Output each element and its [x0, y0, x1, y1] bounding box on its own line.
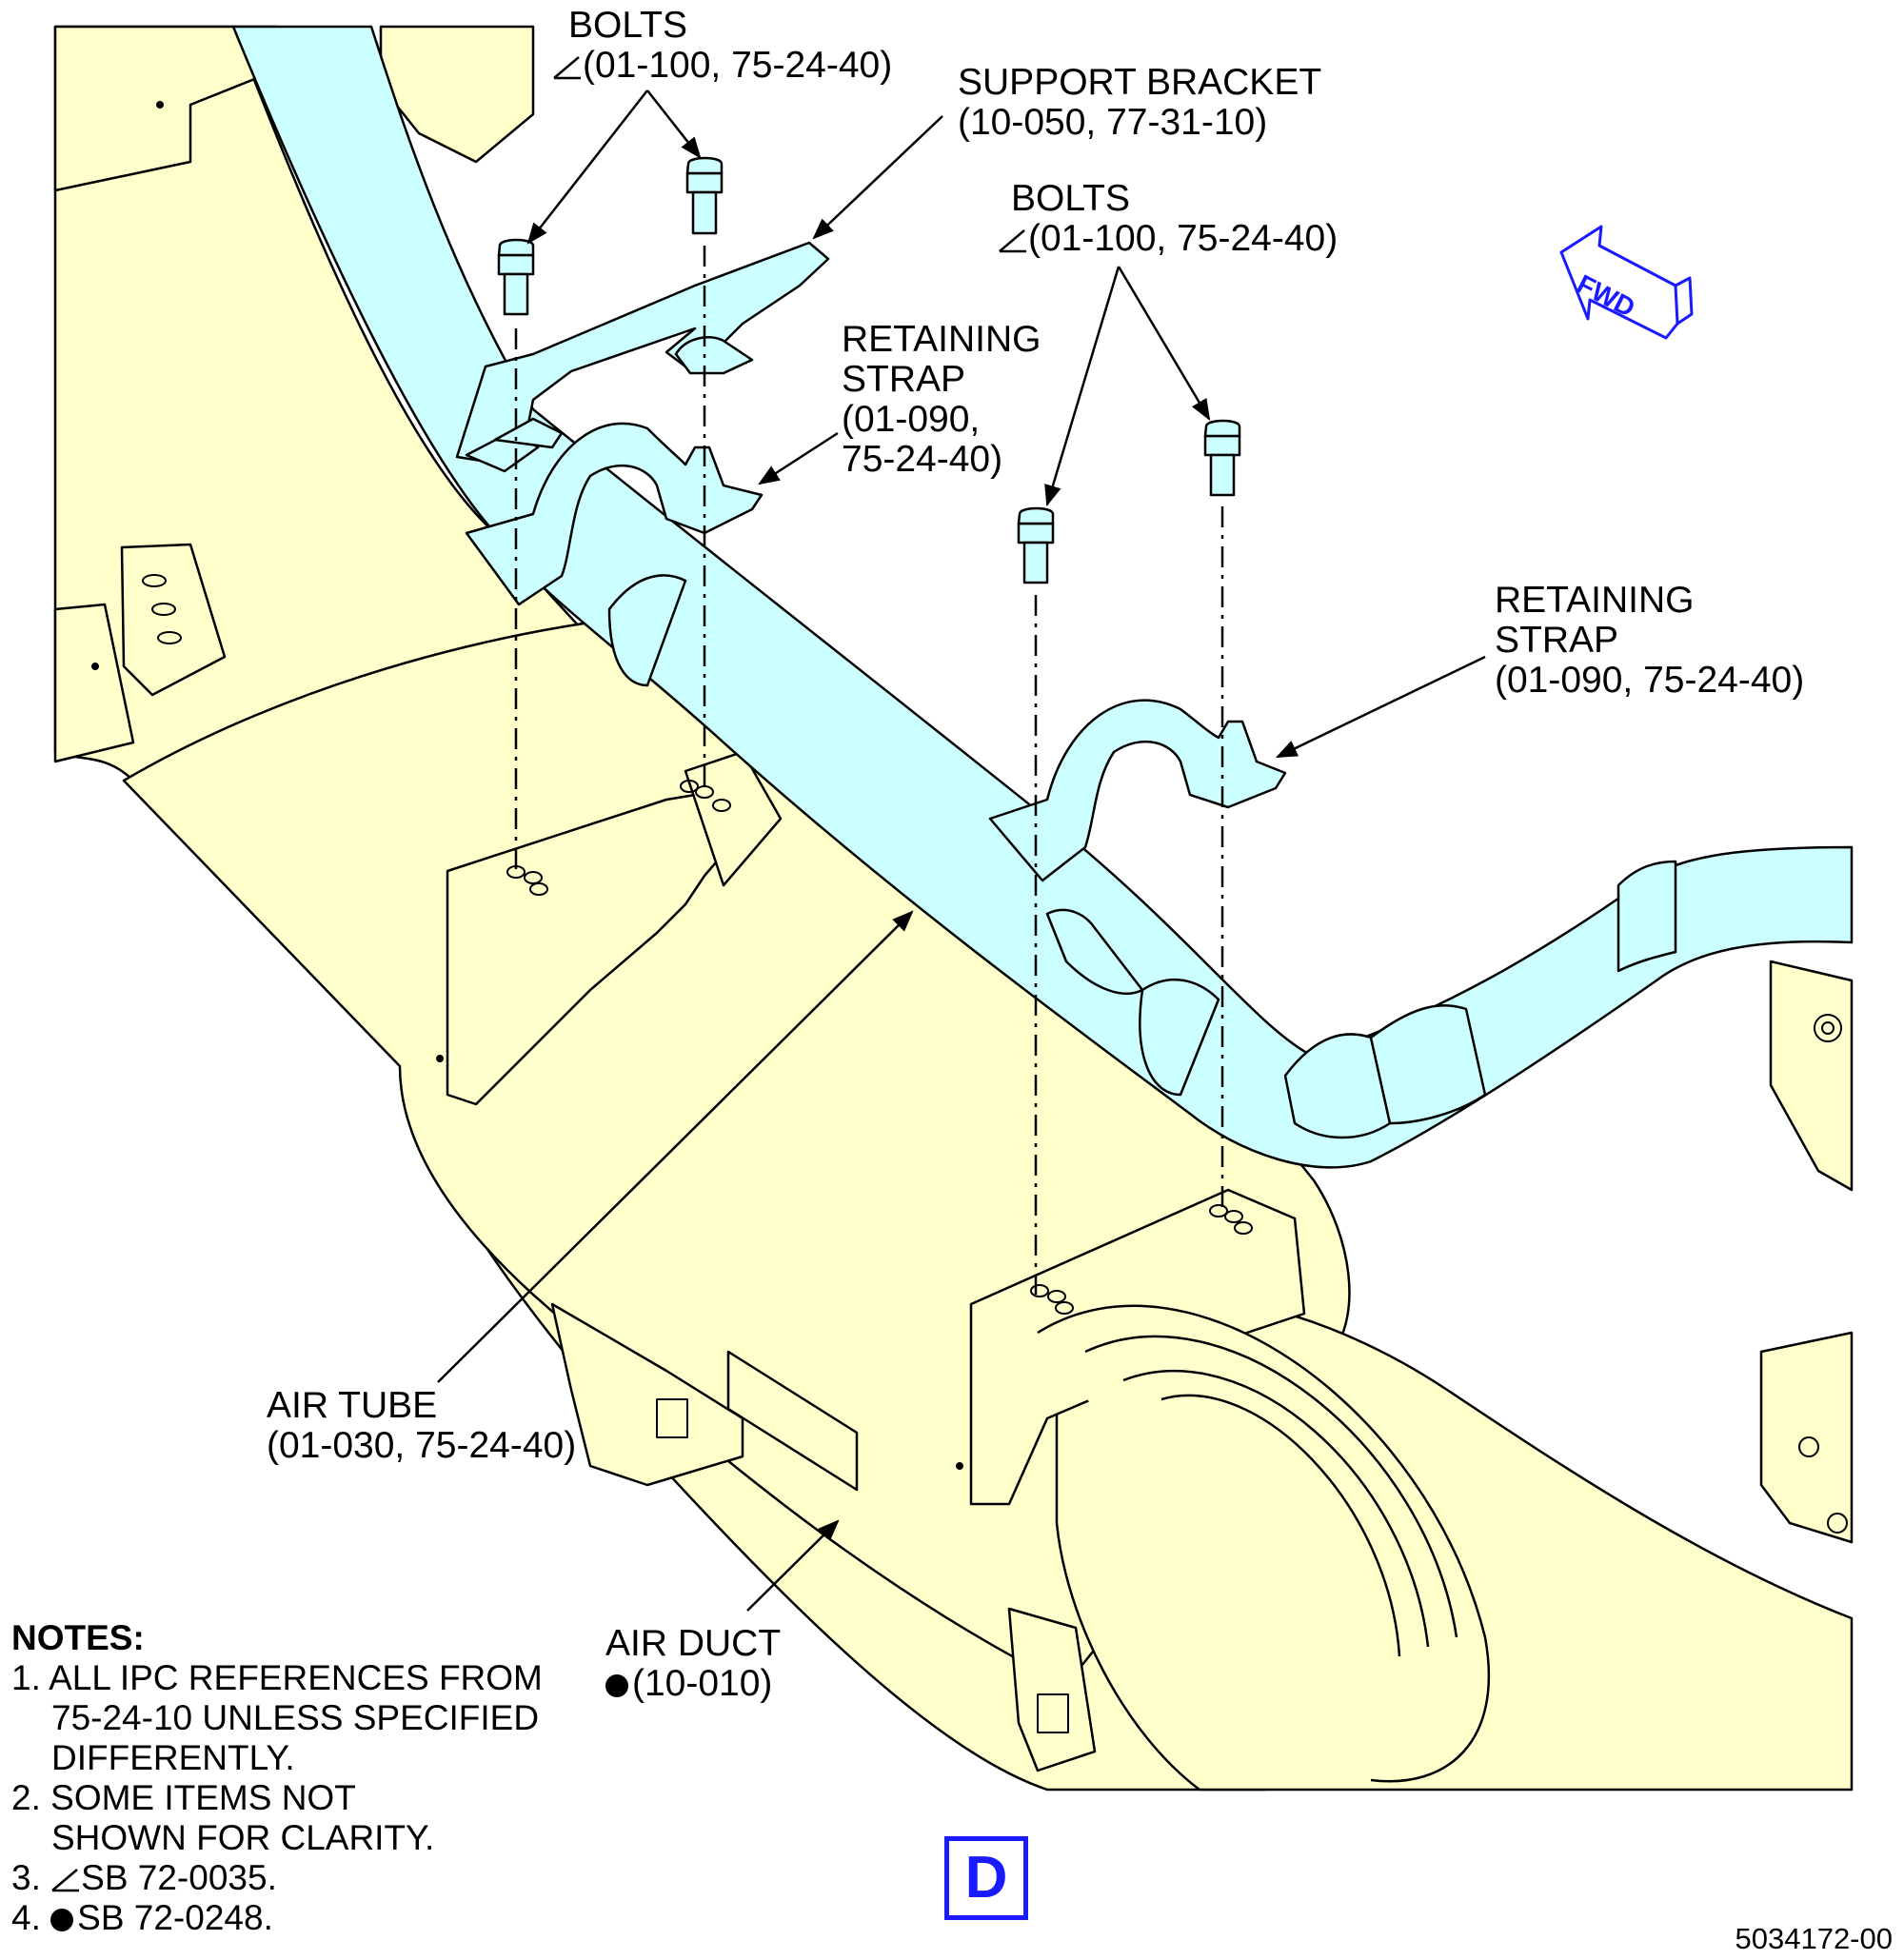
note-1-line-1: 1. ALL IPC REFERENCES FROM: [11, 1658, 543, 1697]
notes-block: NOTES: 1. ALL IPC REFERENCES FROM 75-24-…: [11, 1618, 543, 1938]
air-duct-title: AIR DUCT: [605, 1623, 782, 1664]
support-bracket-ref: (10-050, 77-31-10): [958, 102, 1268, 143]
strap-left-line4: 75-24-40): [842, 439, 1003, 480]
strap-left-line3: (01-090,: [842, 399, 981, 440]
air-tube: [231, 25, 1854, 1169]
bolts-mid-ref-text: (01-100, 75-24-40): [1028, 218, 1339, 259]
bolt-icon: [1203, 419, 1241, 497]
duct-details: [91, 101, 1848, 1733]
figure-number: 5034172-00: [1735, 1922, 1894, 1955]
note-3-number: 3.: [11, 1858, 51, 1897]
air-duct-ref-text: (10-010): [632, 1663, 773, 1704]
note-2-line-2: SHOWN FOR CLARITY.: [51, 1818, 435, 1857]
bolts-mid-title: BOLTS: [1011, 178, 1130, 219]
strap-left-line2: STRAP: [842, 359, 966, 400]
retaining-strap-right: [988, 699, 1287, 882]
note-1-line-2: 75-24-10 UNLESS SPECIFIED: [51, 1698, 540, 1737]
retaining-strap-left: [465, 422, 764, 606]
air-duct-ref: (10-010): [605, 1664, 772, 1704]
triangle-mark-icon: [999, 229, 1026, 253]
fwd-arrow-icon: [1559, 225, 1694, 340]
strap-right-line1: RETAINING: [1495, 580, 1695, 621]
strap-right-line3: (01-090, 75-24-40): [1495, 660, 1805, 701]
note-3: 3. SB 72-0035.: [11, 1858, 543, 1898]
note-4: 4. SB 72-0248.: [11, 1898, 543, 1938]
dot-mark-icon: [50, 1909, 74, 1931]
bolt-icon: [497, 238, 535, 316]
air-duct-structure: [53, 25, 1854, 1792]
notes-heading: NOTES:: [11, 1618, 145, 1657]
leader-lines: [437, 89, 1486, 1612]
note-1-line-3: DIFFERENTLY.: [51, 1738, 295, 1777]
bolts-mid-ref: (01-100, 75-24-40): [998, 219, 1338, 259]
air-tube-title: AIR TUBE: [267, 1385, 438, 1426]
strap-left-line1: RETAINING: [842, 319, 1041, 360]
support-bracket-title: SUPPORT BRACKET: [958, 62, 1322, 103]
strap-right-line2: STRAP: [1495, 620, 1619, 661]
bolts-top-ref: (01-100, 75-24-40): [552, 46, 892, 86]
note-4-number: 4.: [11, 1898, 51, 1937]
alignment-lines: [514, 246, 1224, 1295]
triangle-mark-icon: [51, 1869, 80, 1892]
bolt-icon: [1017, 506, 1055, 584]
triangle-mark-icon: [553, 56, 581, 80]
note-4-text: SB 72-0248.: [77, 1898, 273, 1937]
view-letter-box: D: [944, 1836, 1028, 1920]
air-tube-ref: (01-030, 75-24-40): [267, 1425, 577, 1466]
support-bracket: [455, 241, 830, 473]
bolt-icon: [685, 156, 724, 235]
bolts-top-title: BOLTS: [568, 5, 687, 46]
note-2-line-1: 2. SOME ITEMS NOT: [11, 1778, 356, 1817]
dot-mark-icon: [605, 1674, 628, 1697]
note-3-text: SB 72-0035.: [81, 1858, 277, 1897]
bolts-top-ref-text: (01-100, 75-24-40): [583, 45, 893, 86]
